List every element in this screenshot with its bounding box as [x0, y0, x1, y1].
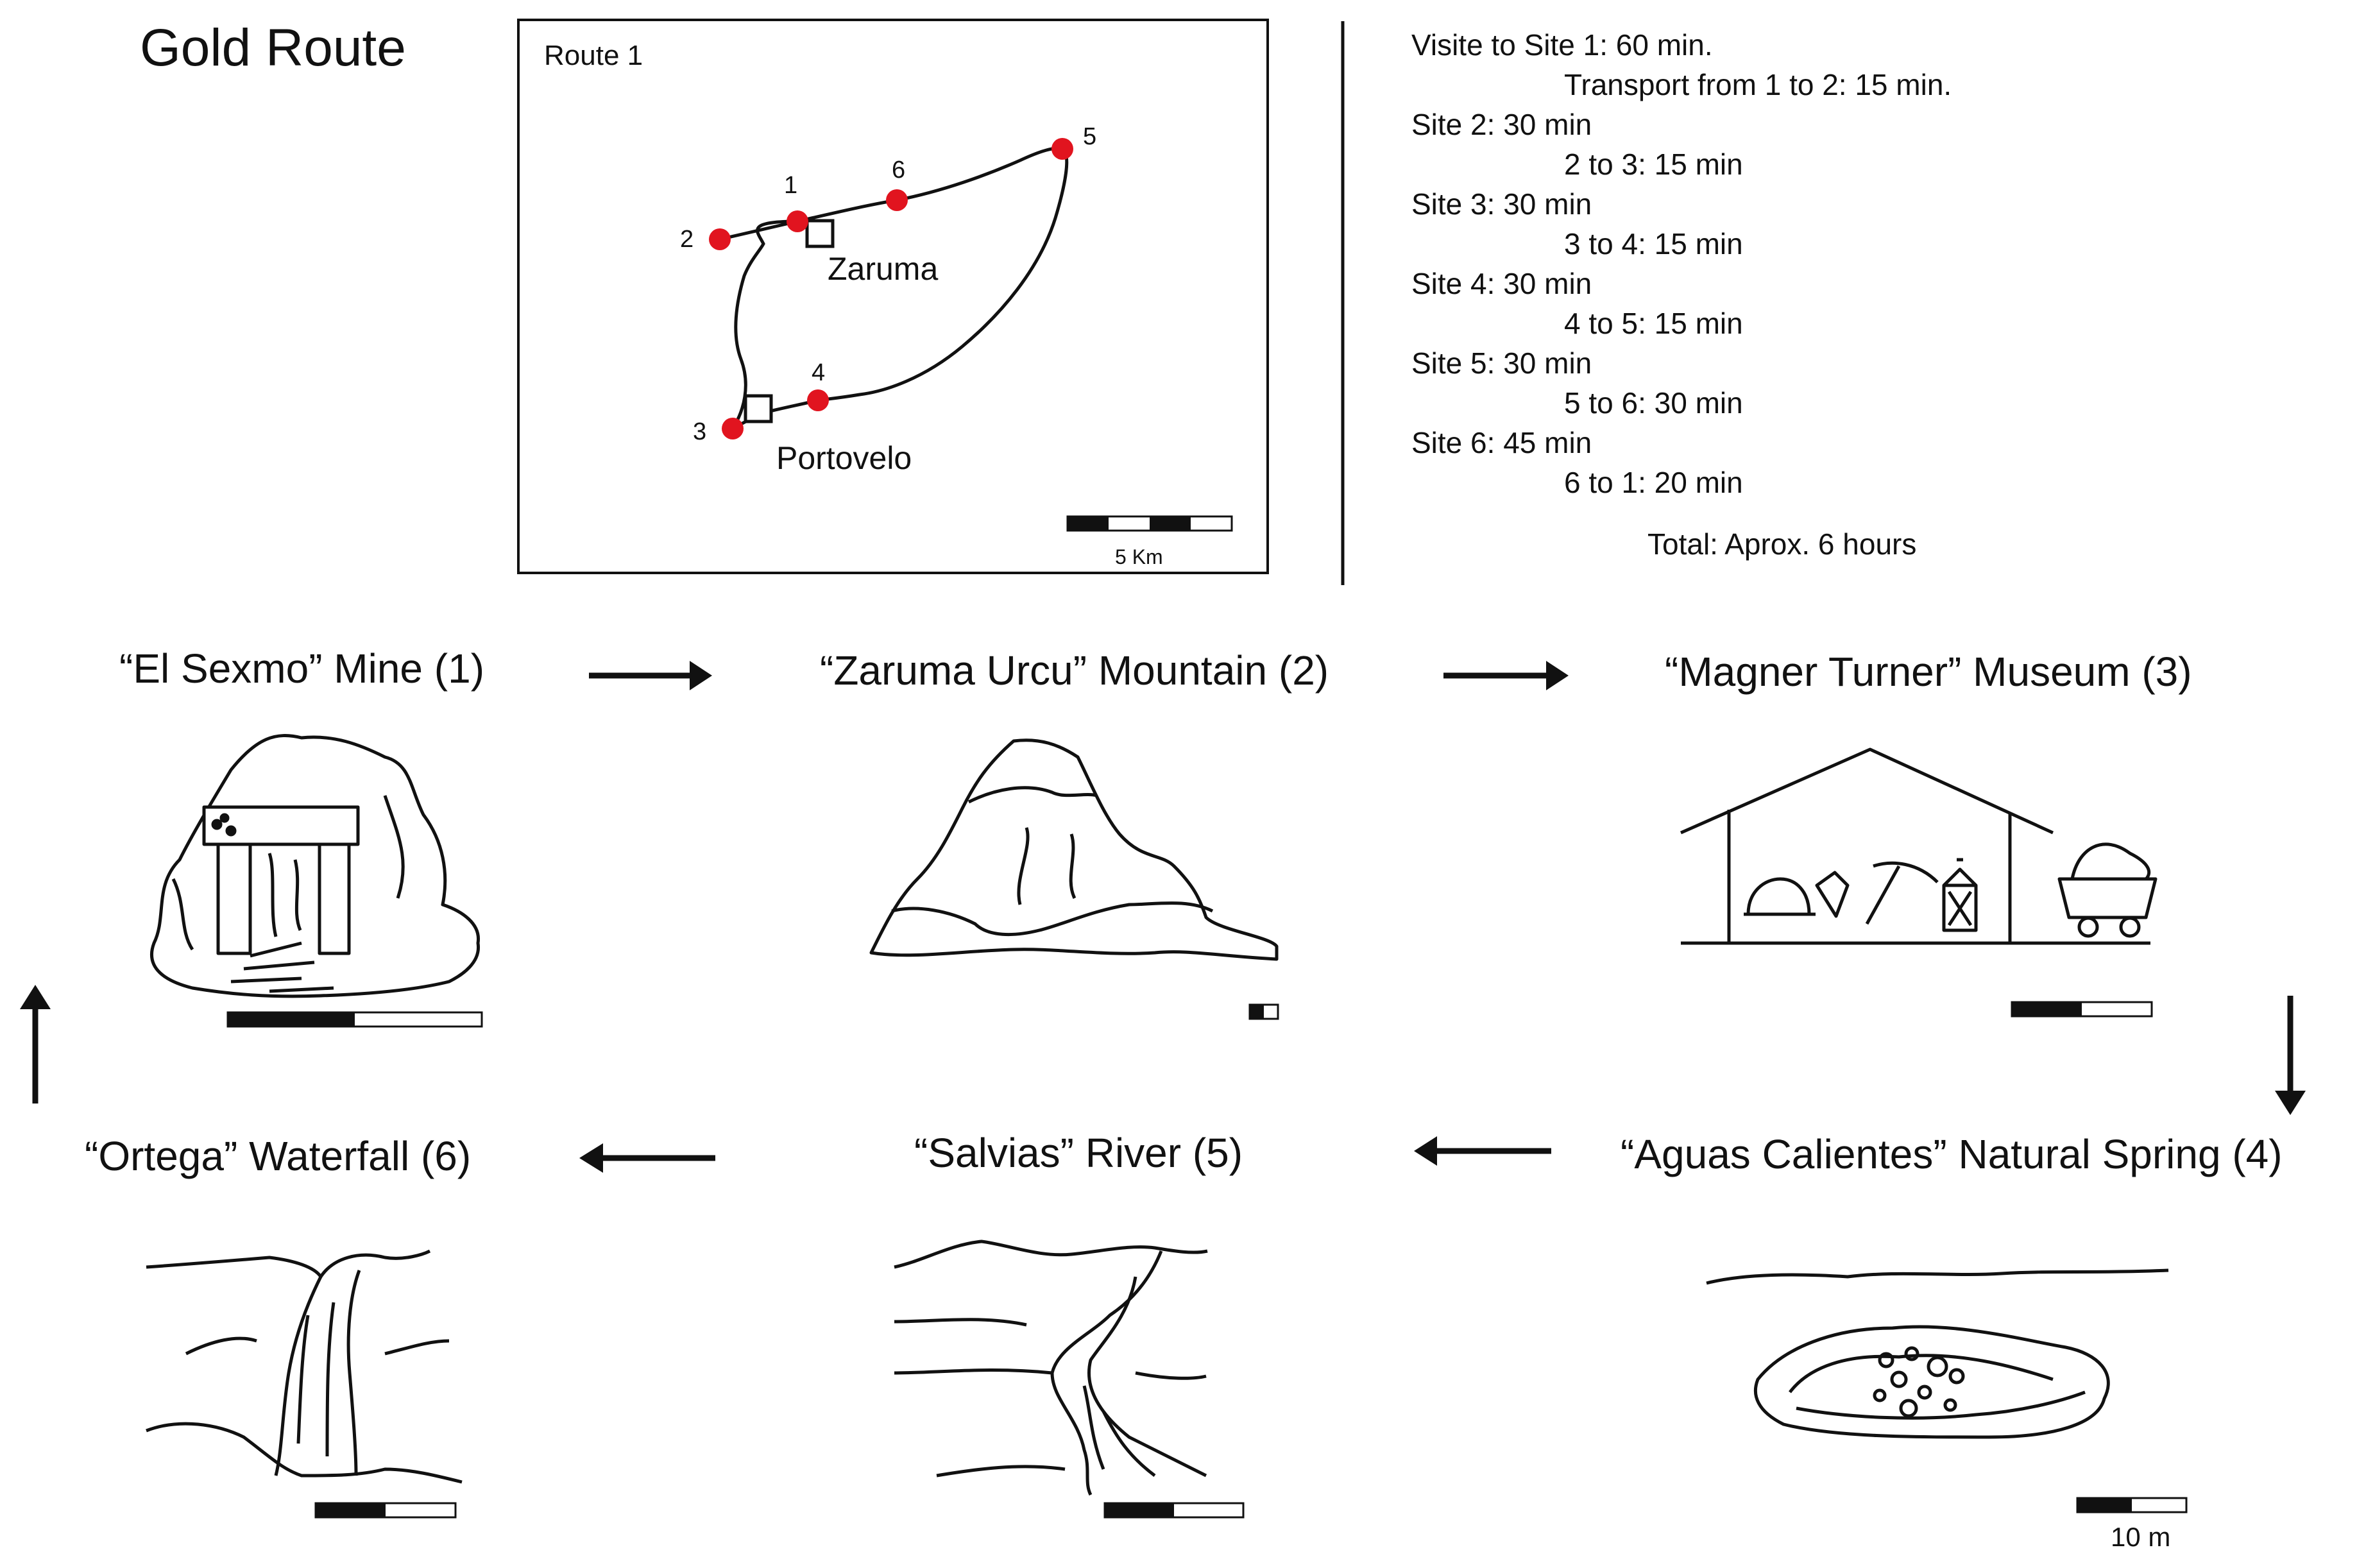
schedule-line: 6 to 1: 20 min: [1564, 466, 1743, 499]
site-number-5: 5: [1083, 123, 1097, 150]
site-number-6: 6: [892, 157, 906, 183]
arrow-left-5-6: [579, 1143, 715, 1173]
arrow-left-4-5: [1414, 1136, 1551, 1166]
schedule-line: 2 to 3: 15 min: [1564, 148, 1743, 181]
mountain-scale-bar: [1248, 1003, 1279, 1020]
site-number-3: 3: [693, 418, 707, 445]
schedule-line: Site 5: 30 min: [1411, 346, 1592, 380]
mine-scale-bar: [226, 1011, 483, 1028]
map-label: Route 1: [544, 40, 643, 71]
site-marker-5: [1051, 138, 1073, 160]
route-line: [719, 146, 1069, 433]
site-title-6: “Ortega” Waterfall (6): [85, 1133, 472, 1179]
museum-illustration: [1680, 747, 2157, 945]
zaruma-label: Zaruma: [828, 251, 939, 287]
schedule-line: 4 to 5: 15 min: [1564, 307, 1743, 340]
mine-illustration: [149, 734, 480, 998]
site-number-2: 2: [680, 226, 694, 253]
site-marker-3: [722, 418, 744, 439]
page-title: Gold Route: [140, 19, 406, 77]
schedule-line: Site 6: 45 min: [1411, 426, 1592, 459]
site-title-1: “El Sexmo” Mine (1): [119, 645, 484, 692]
site-title-3: “Magner Turner” Museum (3): [1665, 649, 2192, 695]
schedule-line: 3 to 4: 15 min: [1564, 227, 1743, 260]
site-marker-1: [787, 210, 808, 232]
site-number-4: 4: [812, 359, 826, 386]
schedule-line: Site 3: 30 min: [1411, 187, 1592, 221]
arrow-down-3-4: [2275, 996, 2306, 1115]
arrow-right-2-3: [1443, 661, 1569, 690]
site-marker-2: [709, 228, 731, 250]
schedule-total: Total: Aprox. 6 hours: [1647, 527, 1917, 561]
museum-scale-bar: [2011, 1001, 2153, 1018]
waterfall-illustration: [146, 1249, 463, 1484]
portovelo-town-marker: [744, 394, 773, 423]
zaruma-town-marker: [805, 219, 835, 248]
river-scale-bar: [1103, 1502, 1245, 1519]
site-marker-6: [886, 189, 908, 211]
waterfall-scale-bar: [314, 1502, 457, 1519]
river-illustration: [894, 1240, 1208, 1496]
schedule-line: Site 4: 30 min: [1411, 267, 1592, 300]
map-frame: [517, 19, 1269, 574]
mountain-illustration: [869, 738, 1279, 961]
site-marker-4: [807, 389, 829, 411]
spring-scale-label: 10 m: [2111, 1522, 2171, 1552]
schedule-line: 5 to 6: 30 min: [1564, 386, 1743, 420]
site-title-5: “Salvias” River (5): [914, 1130, 1243, 1176]
arrow-right-1-2: [589, 661, 712, 690]
schedule-line: Site 2: 30 min: [1411, 108, 1592, 141]
portovelo-label: Portovelo: [776, 440, 912, 476]
arrow-up-6-1: [20, 985, 51, 1104]
spring-scale-bar: [2076, 1497, 2188, 1513]
schedule: Visite to Site 1: 60 min. Transport from…: [1411, 5, 1952, 584]
site-title-4: “Aguas Calientes” Natural Spring (4): [1621, 1131, 2283, 1177]
spring-illustration: [1706, 1268, 2169, 1439]
map-scale-bar: [1066, 515, 1233, 532]
site-number-1: 1: [784, 172, 798, 199]
schedule-line: Transport from 1 to 2: 15 min.: [1564, 68, 1952, 101]
schedule-line: Visite to Site 1: 60 min.: [1411, 28, 1713, 62]
site-title-2: “Zaruma Urcu” Mountain (2): [820, 647, 1329, 694]
map-scale-label: 5 Km: [1115, 545, 1163, 568]
